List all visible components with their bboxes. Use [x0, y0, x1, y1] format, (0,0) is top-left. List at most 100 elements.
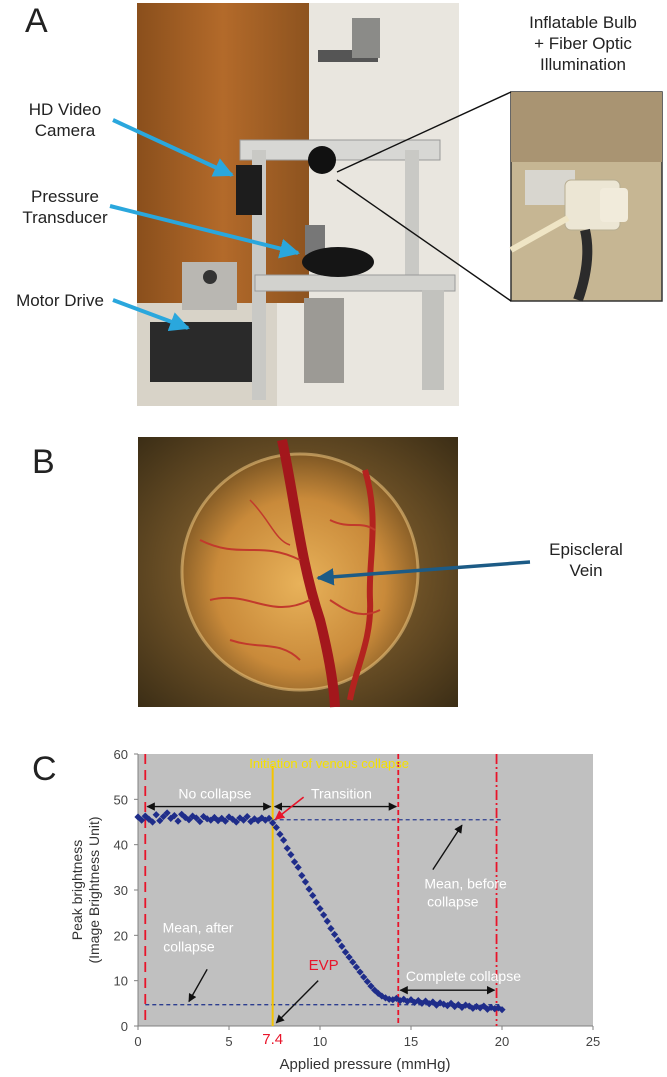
data-point [371, 986, 379, 994]
data-point [138, 816, 146, 824]
data-point [312, 898, 320, 906]
data-point [323, 917, 331, 925]
motor-arrow [112, 298, 190, 332]
y-tick-label: 0 [121, 1019, 128, 1034]
data-point [298, 871, 306, 880]
data-point [185, 816, 193, 824]
data-point [320, 911, 328, 919]
data-point [134, 813, 142, 821]
data-point [385, 995, 393, 1003]
data-point [305, 885, 313, 893]
zoom-line-bottom [336, 179, 512, 302]
data-point [203, 815, 211, 823]
data-point [214, 817, 222, 825]
data-point [429, 998, 437, 1006]
data-point [196, 817, 204, 826]
data-point [403, 997, 411, 1006]
evp-value-label: 7.4 [262, 1031, 283, 1048]
data-point [330, 930, 339, 939]
mean-before-label-line2: collapse [427, 893, 479, 909]
y-axis-label-line1: Peak brightness [69, 840, 85, 940]
vein-arrow [316, 560, 531, 586]
data-point [327, 924, 335, 933]
data-point [349, 958, 357, 966]
data-point [159, 812, 168, 821]
panel-b-letter: B [32, 443, 55, 481]
data-point [414, 997, 422, 1005]
data-point [290, 858, 299, 866]
data-point [462, 1001, 470, 1009]
transducer-arrow [109, 204, 300, 259]
data-point [148, 818, 157, 826]
data-point [247, 817, 255, 826]
mean-after-label-line1: Mean, after [163, 920, 234, 936]
x-tick-label: 10 [313, 1034, 327, 1049]
data-point [254, 817, 262, 825]
data-point [269, 819, 277, 827]
y-axis-label-line2: (Image Brightness Unit) [86, 816, 102, 963]
photo-inset-bulb [509, 91, 663, 302]
mean-after-arrow [188, 968, 208, 1003]
y-tick-label: 20 [114, 928, 128, 943]
data-point [400, 995, 408, 1003]
data-point [156, 817, 164, 825]
data-point [265, 814, 273, 822]
data-point [480, 1002, 488, 1010]
data-point [167, 814, 175, 822]
evp-label: EVP [309, 957, 339, 974]
data-point [498, 1006, 506, 1014]
x-axis-label: Applied pressure (mmHg) [280, 1056, 451, 1073]
data-point [367, 982, 375, 990]
data-point [338, 942, 346, 950]
y-tick-label: 40 [114, 838, 128, 853]
x-tick-label: 25 [586, 1034, 600, 1049]
x-tick-label: 0 [134, 1034, 141, 1049]
x-tick-label: 5 [225, 1034, 232, 1049]
mean-before-arrow [432, 824, 463, 870]
no-collapse-label: No collapse [178, 786, 251, 802]
panel-c-letter: C [32, 750, 57, 788]
data-point [494, 1004, 502, 1012]
data-point [225, 813, 233, 821]
data-point [440, 1000, 448, 1008]
complete-collapse-label: Complete collapse [406, 968, 521, 984]
y-tick-label: 30 [114, 883, 128, 898]
data-point [163, 809, 171, 817]
data-point [345, 953, 353, 961]
data-point [472, 1002, 481, 1011]
evp-arrow [275, 980, 319, 1024]
data-point [334, 936, 342, 944]
data-point [294, 863, 302, 871]
panel-a-letter: A [25, 2, 48, 40]
data-point [469, 1004, 477, 1012]
data-point [276, 830, 284, 838]
data-point [421, 997, 430, 1005]
zoom-line-top [336, 91, 512, 173]
data-point [360, 973, 368, 981]
photo-panel-b [138, 437, 458, 708]
x-tick-label: 15 [404, 1034, 418, 1049]
data-point [352, 963, 360, 971]
data-point [170, 812, 178, 820]
data-point [465, 1002, 473, 1010]
data-point [443, 1002, 451, 1010]
y-tick-label: 60 [114, 747, 128, 762]
data-point [491, 1005, 499, 1013]
data-point [280, 836, 288, 844]
mean-after-label-line2: collapse [163, 939, 215, 955]
initiation-label: Initiation of venous collapse [249, 756, 409, 771]
data-point [396, 997, 404, 1005]
data-point [487, 1003, 495, 1012]
data-point [341, 948, 350, 956]
data-point [458, 1003, 466, 1012]
data-point [381, 994, 390, 1002]
data-point [309, 891, 317, 900]
data-point [174, 817, 182, 825]
data-point [192, 814, 200, 822]
camera-arrow [112, 118, 234, 177]
y-tick-label: 50 [114, 792, 128, 807]
